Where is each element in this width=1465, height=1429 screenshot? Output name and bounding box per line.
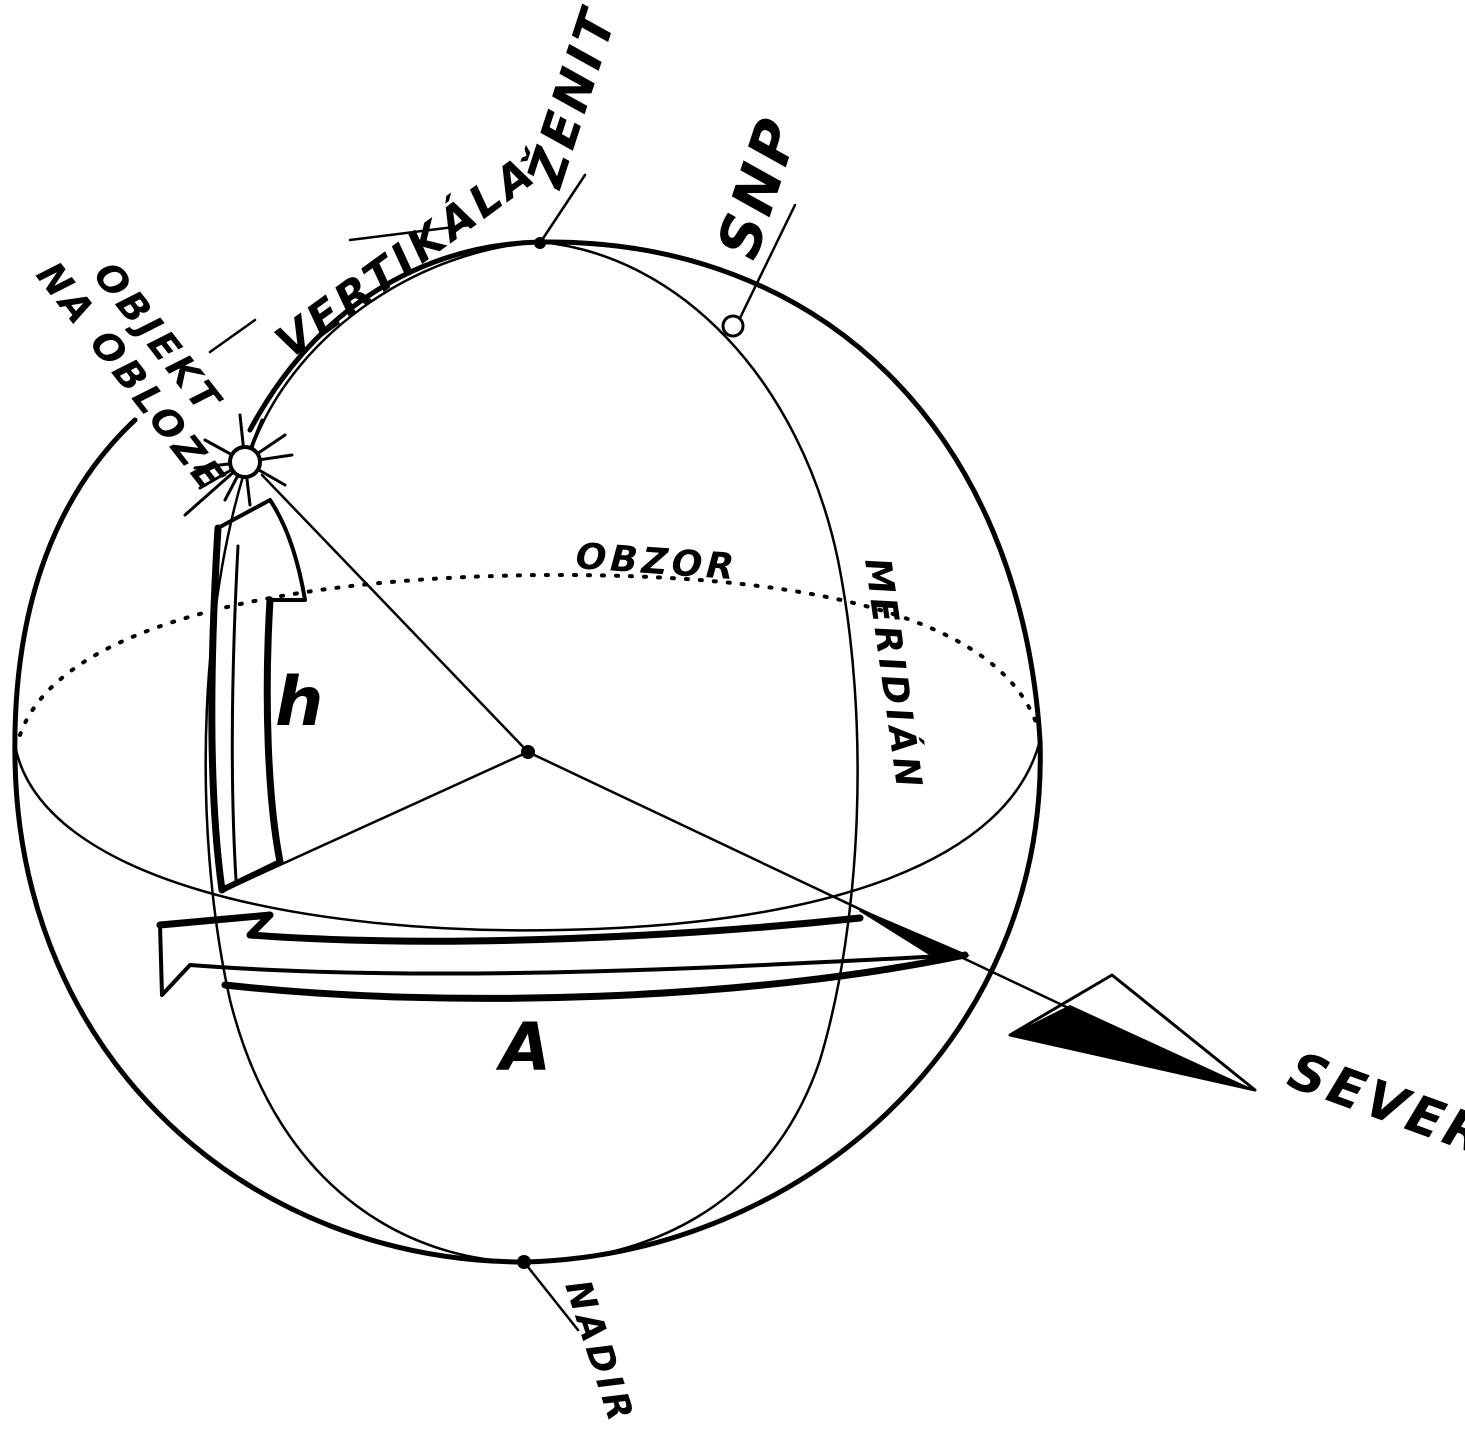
line-to-north xyxy=(526,750,1117,1032)
ncp-marker xyxy=(721,314,745,338)
vertical-underline xyxy=(348,223,472,242)
azimuth-arrow xyxy=(156,908,971,1002)
horizon-back-arc xyxy=(18,573,1042,737)
horizon-label: OBZOR xyxy=(574,536,739,588)
star-burst-icon xyxy=(183,413,294,517)
zenith-leader xyxy=(538,173,587,245)
altitude-label: h xyxy=(275,663,327,742)
ncp-label: SNP xyxy=(704,108,813,267)
north-label: SEVER xyxy=(1281,1041,1465,1169)
azimuth-label: A xyxy=(495,1009,555,1086)
vertical-leader xyxy=(208,318,257,354)
zenith-label: ŽENIT xyxy=(515,0,629,196)
sphere-outline-upper-left xyxy=(247,239,543,433)
horizon-front-arc xyxy=(13,738,1042,932)
vertical-label: VERTIKÁLA xyxy=(265,145,546,369)
vertical-circle xyxy=(204,240,542,1264)
line-to-object xyxy=(260,473,530,754)
nadir-label: NADIR xyxy=(556,1275,641,1429)
ncp-leader xyxy=(738,203,797,320)
arrow-pointer-icon xyxy=(1008,973,1257,1092)
meridian-label: MERIDIÁN xyxy=(856,555,930,793)
nadir-leader xyxy=(522,1260,580,1332)
sphere-outline xyxy=(12,239,1043,1265)
altitude-arrow xyxy=(208,498,307,894)
meridian-circle xyxy=(523,240,859,1264)
